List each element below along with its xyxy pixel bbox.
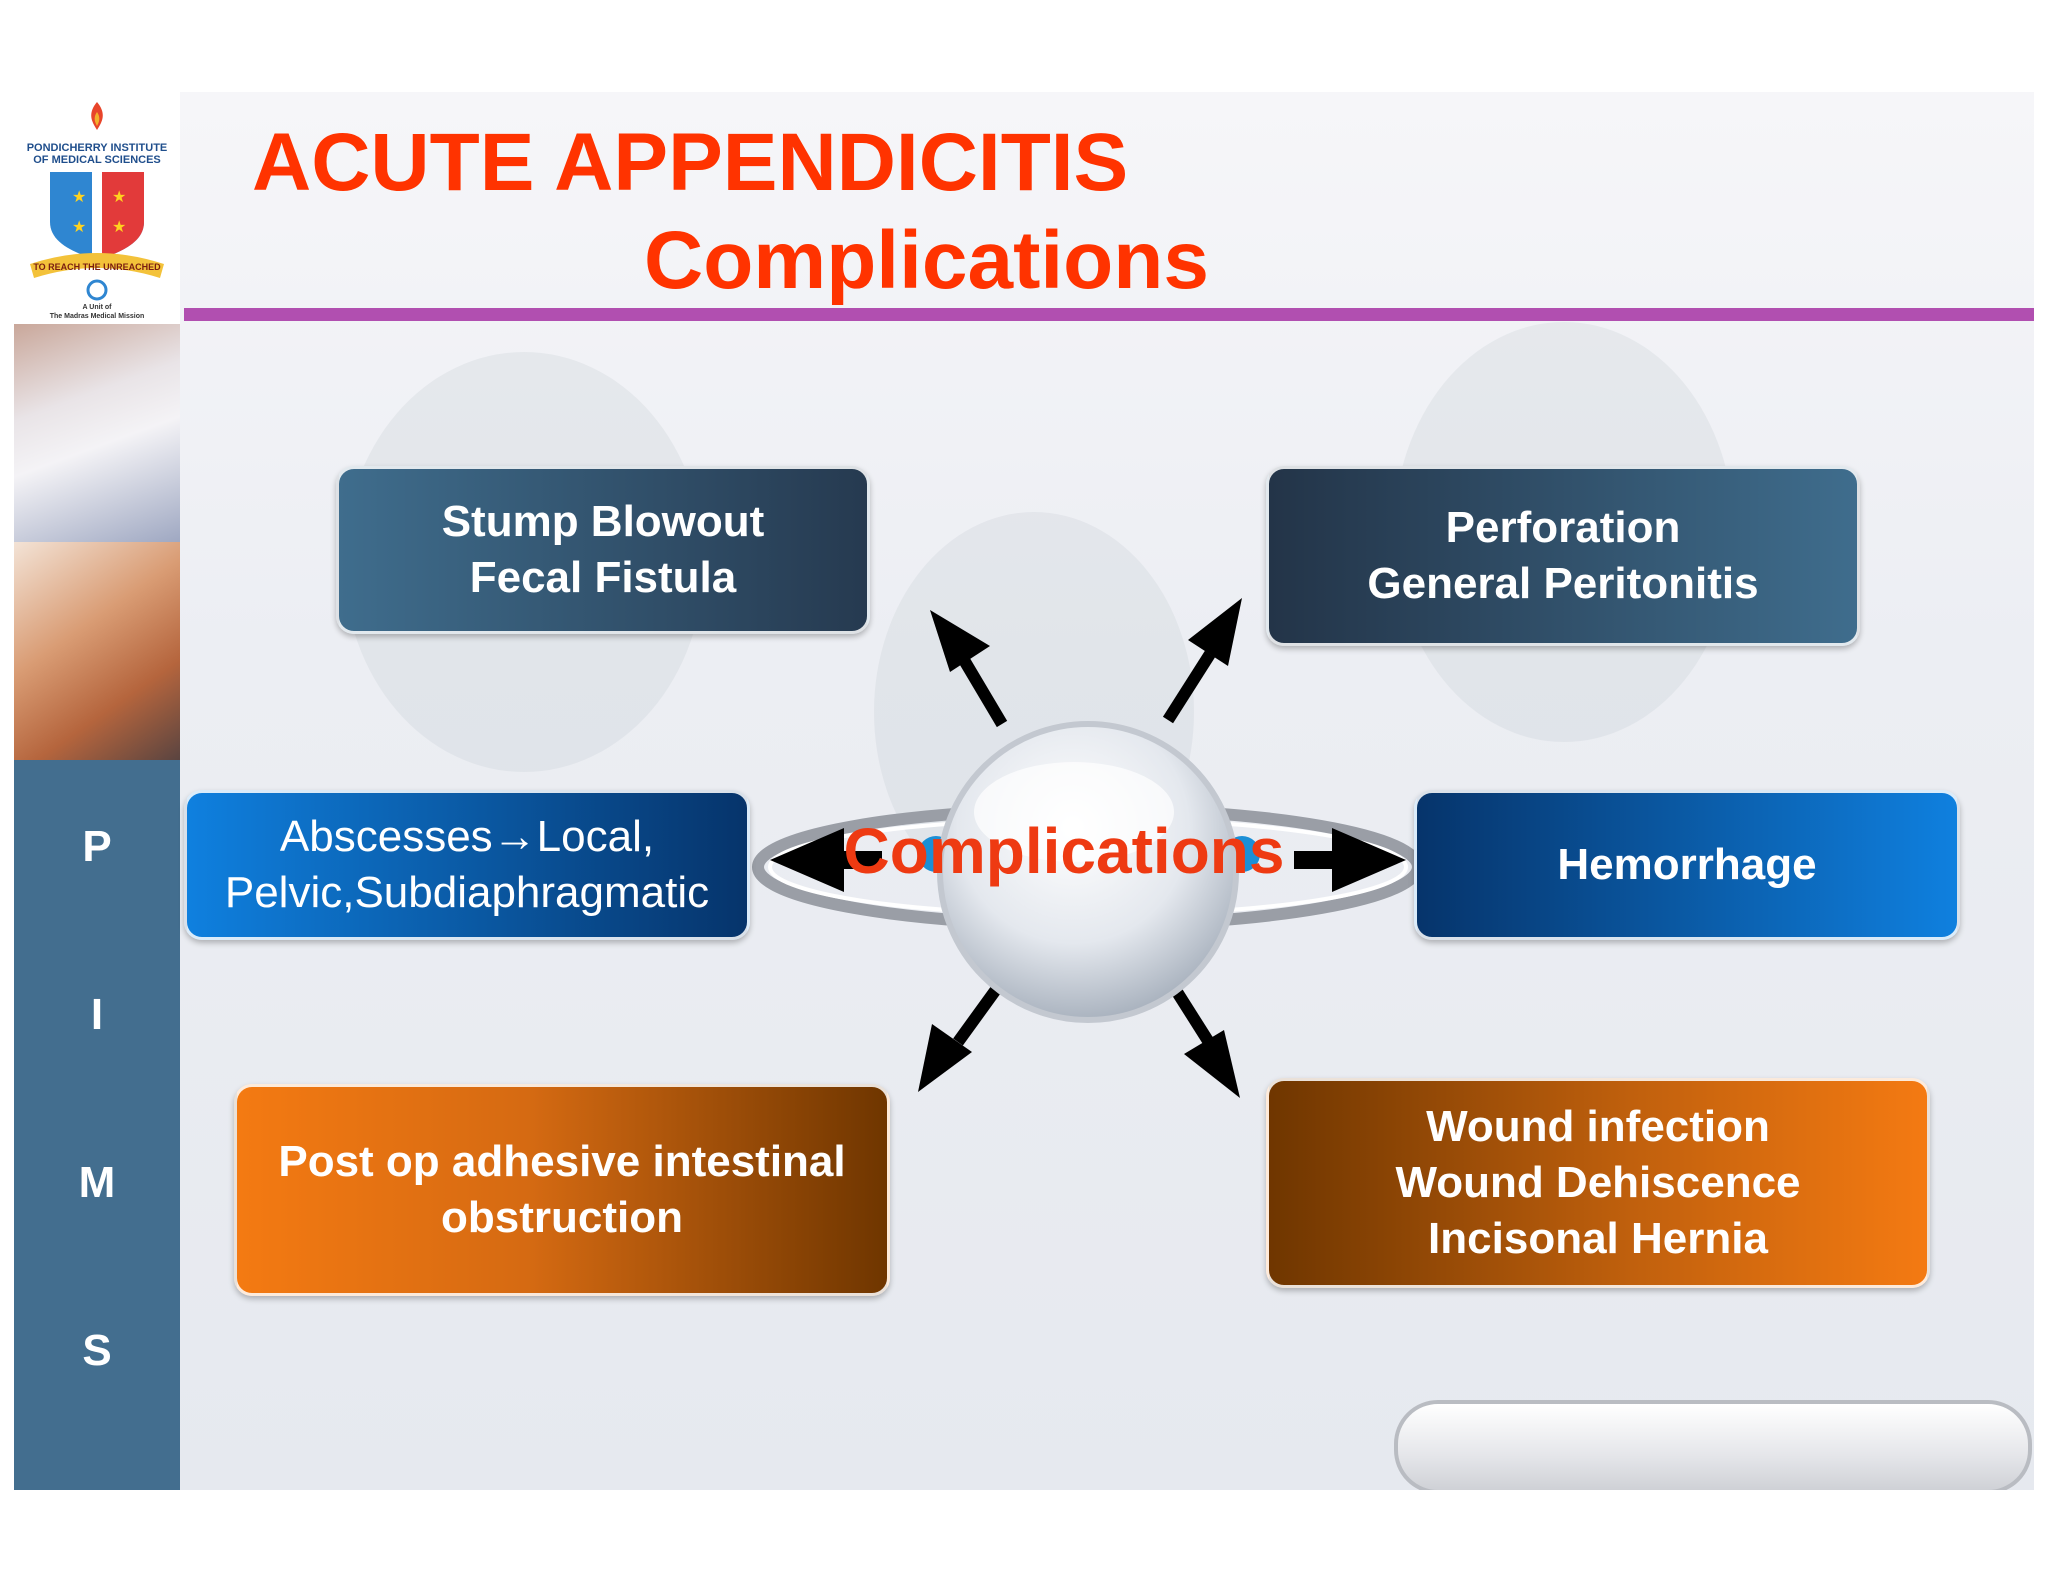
arrow-bottom-right (1166, 980, 1216, 1048)
node-line: Incisonal Hernia (1428, 1214, 1768, 1263)
svg-text:★: ★ (72, 187, 86, 206)
node-line: Hemorrhage (1557, 840, 1817, 889)
title-divider (184, 308, 2034, 321)
arrow-bottom-left (953, 980, 1005, 1046)
svg-text:★: ★ (112, 187, 126, 206)
page-title: ACUTE APPENDICITIS (252, 117, 1129, 208)
arrow-head-bottom-left (918, 1024, 972, 1092)
arrow-top-left (958, 656, 1008, 728)
logo-unit-line1: A Unit of (82, 304, 112, 311)
node-line: Abscesses→Local, (279, 812, 655, 861)
node-abscesses: Abscesses→Local, Pelvic,Subdiaphragmatic (184, 790, 750, 940)
logo-name-line2: OF MEDICAL SCIENCES (33, 154, 161, 166)
node-line: obstruction (441, 1193, 683, 1242)
logo-unit-line2: The Madras Medical Mission (49, 313, 145, 320)
slide: ★ ★ ★ ★ PONDICHERRY INSTITUTE OF MEDICAL… (14, 92, 2034, 1490)
node-line: Pelvic,Subdiaphragmatic (224, 868, 710, 917)
pims-letter: P (82, 822, 112, 871)
arrow-head-top-right (1188, 598, 1242, 666)
sidebar: ★ ★ ★ ★ PONDICHERRY INSTITUTE OF MEDICAL… (14, 92, 180, 1490)
crest-icon: ★ ★ ★ ★ (30, 102, 164, 301)
arrow-head-left (770, 828, 844, 892)
arrow-head-right (1332, 828, 1406, 892)
hub-label: Complications (843, 815, 1285, 887)
node-adhesive-obstruction: Post op adhesive intestinal obstruction (234, 1084, 890, 1296)
node-line: Wound Dehiscence (1395, 1158, 1801, 1207)
svg-text:★: ★ (72, 217, 86, 236)
arrow-head-top-left (930, 610, 990, 672)
institute-logo: ★ ★ ★ ★ PONDICHERRY INSTITUTE OF MEDICAL… (14, 92, 180, 324)
arrow-head-bottom-right (1184, 1030, 1240, 1098)
doctor-photo (14, 324, 180, 542)
node-perforation: Perforation General Peritonitis (1266, 466, 1860, 646)
logo-name-line1: PONDICHERRY INSTITUTE (26, 142, 168, 154)
node-line: Perforation (1445, 503, 1681, 552)
connector-arrows (770, 598, 1406, 1098)
pims-letter: I (90, 990, 104, 1039)
page-subtitle: Complications (644, 215, 1209, 306)
blood-pressure-photo (14, 542, 180, 760)
logo-motto: TO REACH THE UNREACHED (33, 262, 161, 272)
node-hemorrhage: Hemorrhage (1414, 790, 1960, 940)
arrow-top-right (1162, 650, 1216, 724)
hub-highlight (974, 762, 1174, 862)
node-stump-blowout: Stump Blowout Fecal Fistula (336, 466, 870, 634)
pims-letter: M (78, 1158, 116, 1207)
pims-letter: S (82, 1326, 112, 1375)
node-line: Wound infection (1426, 1102, 1770, 1151)
node-line: Fecal Fistula (469, 553, 737, 602)
node-line: General Peritonitis (1367, 559, 1759, 608)
svg-text:★: ★ (112, 217, 126, 236)
node-line: Post op adhesive intestinal (278, 1137, 846, 1186)
pims-bar: P I M S (14, 760, 180, 1490)
node-wound-complications: Wound infection Wound Dehiscence Incison… (1266, 1078, 1930, 1288)
footer-pill (1394, 1400, 2032, 1490)
node-line: Stump Blowout (441, 497, 765, 546)
